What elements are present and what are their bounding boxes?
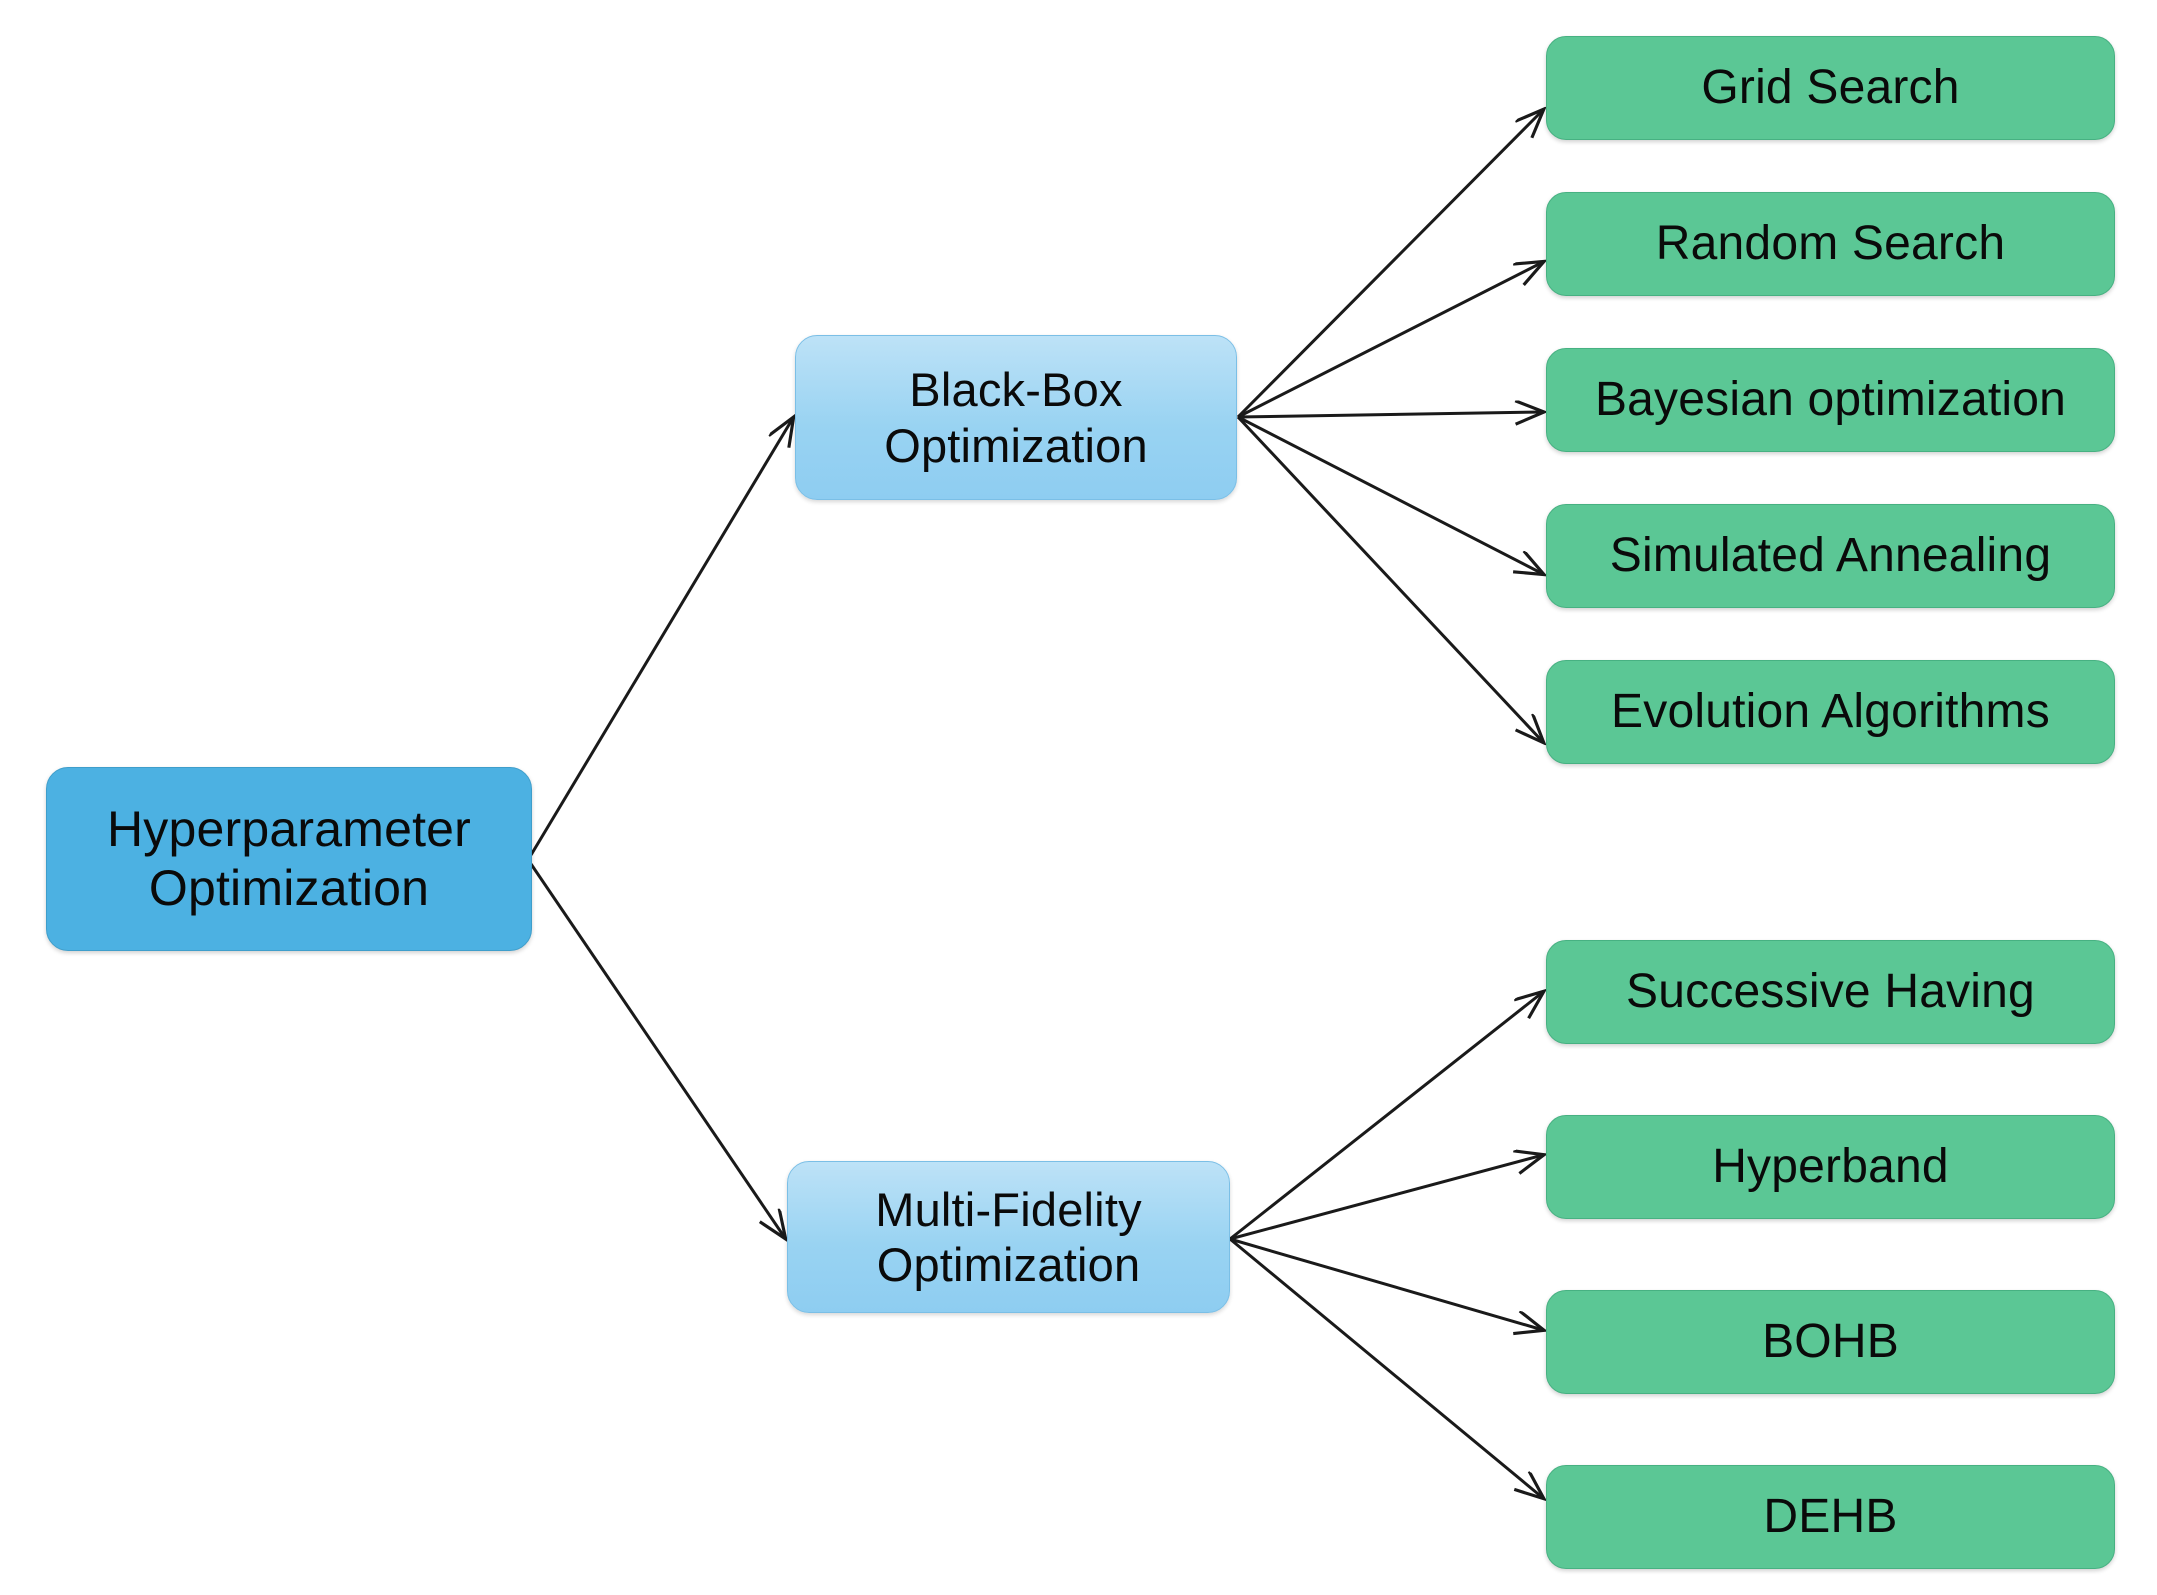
node-label: DEHB [1763, 1489, 1898, 1543]
node-label: Multi-Fidelity Optimization [875, 1182, 1142, 1291]
connector-black-box-to-grid-search [1236, 110, 1543, 419]
connector-multi-fidelity-to-bohb [1229, 1237, 1543, 1330]
node-black-box-optimization[interactable]: Black-Box Optimization [795, 335, 1237, 500]
node-bayesian-optimization[interactable]: Bayesian optimization [1546, 348, 2115, 452]
connector-multi-fidelity-to-dehb [1229, 1237, 1543, 1498]
node-label: Random Search [1655, 216, 2006, 270]
connector-black-box-to-evolution-algorithms [1236, 415, 1543, 742]
node-random-search[interactable]: Random Search [1546, 192, 2115, 296]
node-label: Hyperparameter Optimization [106, 801, 472, 916]
connector-black-box-to-random-search [1237, 262, 1543, 419]
node-label: Evolution Algorithms [1611, 684, 2050, 738]
connector-black-box-to-simulated-annealing [1237, 415, 1543, 574]
connector-root-to-black-box [529, 418, 793, 856]
node-label: Bayesian optimization [1594, 372, 2067, 426]
node-dehb[interactable]: DEHB [1546, 1465, 2115, 1569]
node-label: Hyperband [1712, 1139, 1949, 1193]
connector-multi-fidelity-to-successive-having [1229, 992, 1543, 1241]
node-simulated-annealing[interactable]: Simulated Annealing [1546, 504, 2115, 608]
node-label: Black-Box Optimization [884, 363, 1148, 472]
connector-black-box-to-bayesian-optimization [1237, 412, 1543, 417]
node-grid-search[interactable]: Grid Search [1546, 36, 2115, 140]
node-successive-having[interactable]: Successive Having [1546, 940, 2115, 1044]
connector-root-to-multi-fidelity [529, 863, 785, 1238]
node-label: Simulated Annealing [1609, 528, 2052, 582]
node-label: BOHB [1762, 1314, 1899, 1368]
connector-multi-fidelity-to-hyperband [1229, 1155, 1543, 1241]
node-bohb[interactable]: BOHB [1546, 1290, 2115, 1394]
node-label: Successive Having [1626, 964, 2035, 1018]
node-hyperparameter-optimization[interactable]: Hyperparameter Optimization [46, 767, 532, 951]
node-multi-fidelity-optimization[interactable]: Multi-Fidelity Optimization [787, 1161, 1230, 1313]
node-label: Grid Search [1701, 60, 1960, 114]
node-hyperband[interactable]: Hyperband [1546, 1115, 2115, 1219]
node-evolution-algorithms[interactable]: Evolution Algorithms [1546, 660, 2115, 764]
